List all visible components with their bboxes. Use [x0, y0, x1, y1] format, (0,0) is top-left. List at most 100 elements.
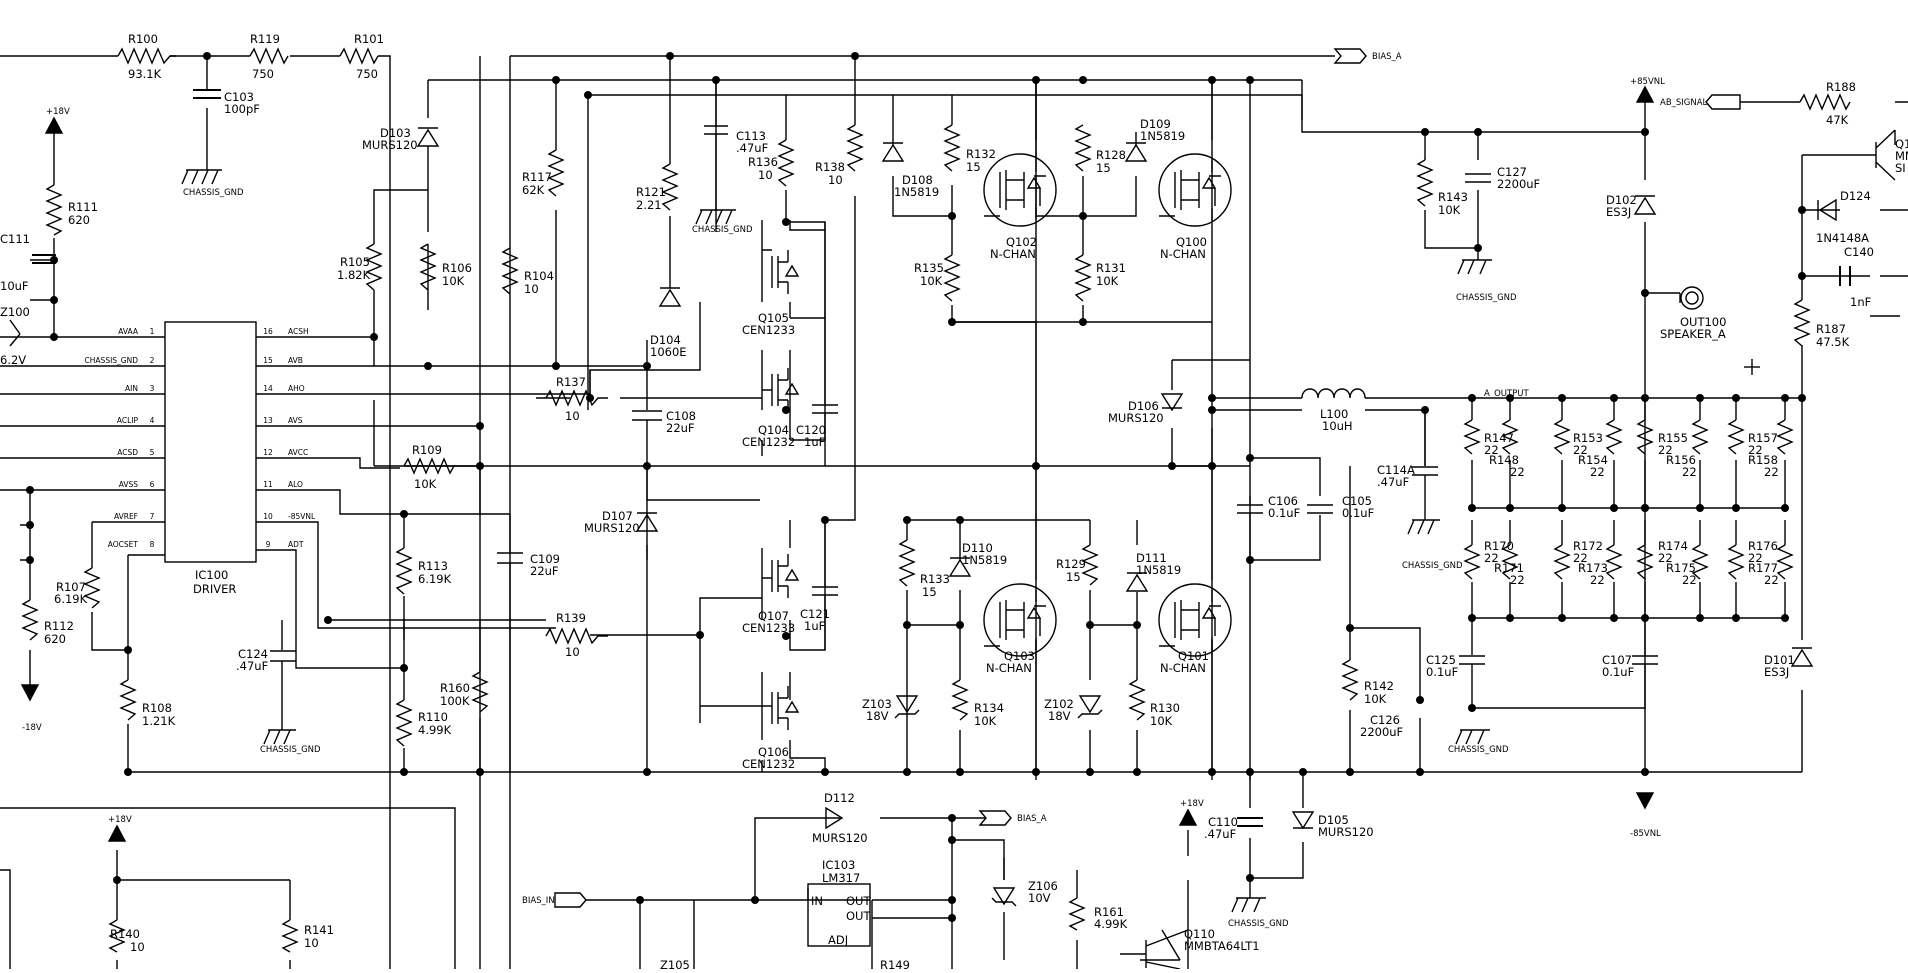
- net-chassis-gnd-7: CHASSIS_GND: [1228, 919, 1289, 929]
- ic100-right-pin-name: -85VNL: [288, 512, 316, 521]
- r148-value: 22: [1510, 465, 1525, 479]
- d108-ref: D108: [902, 173, 933, 187]
- junction-dot: [1346, 768, 1354, 776]
- r136-value: 10: [758, 168, 773, 182]
- speaker-connector: [1679, 286, 1704, 310]
- z103-value: 18V: [866, 709, 889, 723]
- r108-ref: R108: [142, 701, 172, 715]
- z103-ref: Z103: [862, 697, 892, 711]
- junction-dot: [696, 631, 704, 639]
- d104-ref: D104: [650, 333, 681, 347]
- q104-value: CEN1232: [742, 435, 795, 449]
- junction-dot: [1732, 614, 1740, 622]
- out100-value: SPEAKER_A: [1660, 327, 1726, 341]
- ic103-pin-out2: OUT: [846, 909, 871, 923]
- junction-dot: [476, 768, 484, 776]
- z106-value: 10V: [1028, 891, 1051, 905]
- c127-value: 2200uF: [1497, 177, 1540, 191]
- r111-ref: R111: [68, 200, 98, 214]
- r141-value: 10: [304, 936, 319, 950]
- junction-dot: [1421, 406, 1429, 414]
- q103-value: N-CHAN: [986, 661, 1032, 675]
- c106-value: 0.1uF: [1268, 506, 1300, 520]
- junction-dot: [124, 768, 132, 776]
- power-arrows: [20, 85, 1655, 842]
- junction-dot: [1246, 76, 1254, 84]
- junction-dot: [1610, 504, 1618, 512]
- z100-ref: Z100: [0, 305, 30, 319]
- r170-ref: R170: [1484, 539, 1514, 553]
- c125-value: 0.1uF: [1426, 665, 1458, 679]
- junction-dot: [370, 333, 378, 341]
- q102-value: N-CHAN: [990, 247, 1036, 261]
- net-p18v-top: +18V: [46, 107, 70, 117]
- ic100-left-pin-name: AVAA: [118, 327, 139, 336]
- r154-ref: R154: [1578, 453, 1608, 467]
- r100-value: 93.1K: [128, 67, 162, 81]
- r188-ref: R188: [1826, 80, 1856, 94]
- junction-dot: [1474, 244, 1482, 252]
- r129-ref: R129: [1056, 557, 1086, 571]
- c108-ref: C108: [666, 409, 696, 423]
- c103-ref: C103: [224, 90, 254, 104]
- net-bias-a-top: BIAS_A: [1372, 52, 1402, 62]
- c140-value: 1nF: [1850, 295, 1871, 309]
- junction-dot: [821, 768, 829, 776]
- net-chassis-gnd-2: CHASSIS_GND: [692, 225, 753, 235]
- q110-ref: Q110: [1184, 927, 1215, 941]
- r174-value: 22: [1658, 551, 1673, 565]
- ic100-left-pin-number: 3: [150, 384, 155, 393]
- net-p85vnl: +85VNL: [1630, 77, 1665, 87]
- c107-value: 0.1uF: [1602, 665, 1634, 679]
- ic103-designator: IC103: [822, 858, 855, 872]
- c111-ref: C111: [0, 232, 30, 246]
- r149-ref: R149: [880, 958, 910, 969]
- junction-dot: [782, 406, 790, 414]
- r137-ref: R137: [556, 375, 586, 389]
- junction-dot: [1641, 394, 1649, 402]
- junction-dot: [1781, 614, 1789, 622]
- r117-ref: R117: [522, 170, 552, 184]
- junction-dot: [1798, 206, 1806, 214]
- junction-dot: [1506, 504, 1514, 512]
- d109-value: 1N5819: [1140, 129, 1185, 143]
- junction-dot: [1299, 768, 1307, 776]
- junction-dot: [782, 218, 790, 226]
- ic103-pin-in: IN: [811, 894, 823, 908]
- r109-ref: R109: [412, 443, 442, 457]
- junction-dot: [1416, 768, 1424, 776]
- junction-dot: [1086, 621, 1094, 629]
- junction-dot: [1079, 76, 1087, 84]
- r130-value: 10K: [1150, 714, 1173, 728]
- r140-value: 10: [130, 940, 145, 954]
- r101-ref: R101: [354, 32, 384, 46]
- net-chassis-gnd-1: CHASSIS_GND: [183, 188, 244, 198]
- d103-ref: D103: [380, 126, 411, 140]
- c110-value: .47uF: [1204, 827, 1236, 841]
- junction-dot: [1468, 614, 1476, 622]
- net-p18v-mid: +18V: [1180, 799, 1204, 809]
- c126-value: 2200uF: [1360, 725, 1403, 739]
- r128-ref: R128: [1096, 148, 1126, 162]
- r106-ref: R106: [442, 261, 472, 275]
- junction-dot: [1641, 289, 1649, 297]
- junction-dot: [50, 333, 58, 341]
- d107-value: MURS120: [584, 521, 640, 535]
- ic100-left-pin-name: AVSS: [119, 480, 139, 489]
- junction-dot: [1732, 504, 1740, 512]
- ic100-left-pin-name: AVREF: [114, 512, 138, 521]
- junction-dot: [1474, 128, 1482, 136]
- d109-ref: D109: [1140, 117, 1171, 131]
- ic100-right-pin-number: 16: [263, 327, 273, 336]
- r139-ref: R139: [556, 611, 586, 625]
- d111-value: 1N5819: [1136, 563, 1181, 577]
- r117-value: 62K: [522, 183, 545, 197]
- r106-value: 10K: [442, 274, 465, 288]
- r142-value: 10K: [1364, 692, 1387, 706]
- junction-dot: [1610, 394, 1618, 402]
- ic100-right-pin-number: 14: [263, 384, 273, 393]
- r133-ref: R133: [920, 572, 950, 586]
- r175-value: 22: [1682, 573, 1697, 587]
- resistor-labels: R100 93.1K R119 750 R101 750 R111 620 R1…: [44, 32, 1856, 972]
